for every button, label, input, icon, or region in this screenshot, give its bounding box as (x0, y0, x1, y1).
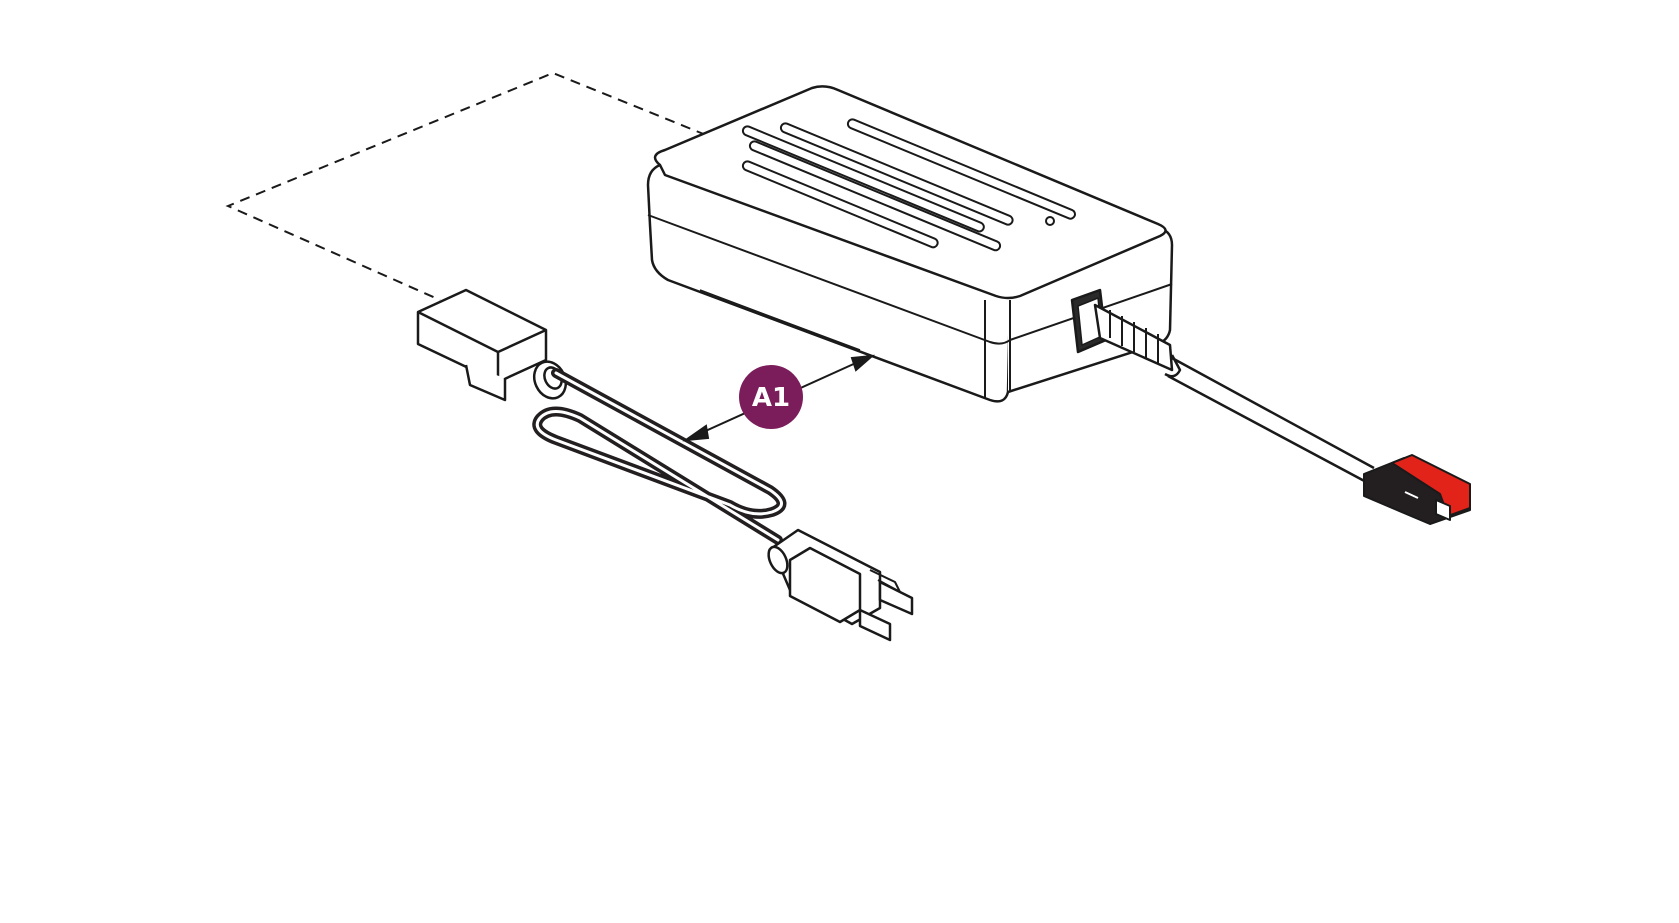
ac-plug (767, 528, 914, 642)
callout-a1-circle (739, 365, 803, 429)
vent-slots (741, 118, 1076, 252)
callout-a1: A1 (739, 365, 803, 429)
led-indicator (1045, 216, 1055, 226)
callout-a1-label: A1 (752, 383, 790, 413)
iec-connector (416, 288, 568, 402)
dc-strain-relief (1070, 288, 1182, 378)
dc-output-cable (1167, 356, 1375, 486)
ac-power-cord (416, 288, 914, 642)
exploded-view-leader (225, 71, 707, 301)
charger-body (646, 85, 1174, 403)
output-connector (1363, 454, 1471, 525)
